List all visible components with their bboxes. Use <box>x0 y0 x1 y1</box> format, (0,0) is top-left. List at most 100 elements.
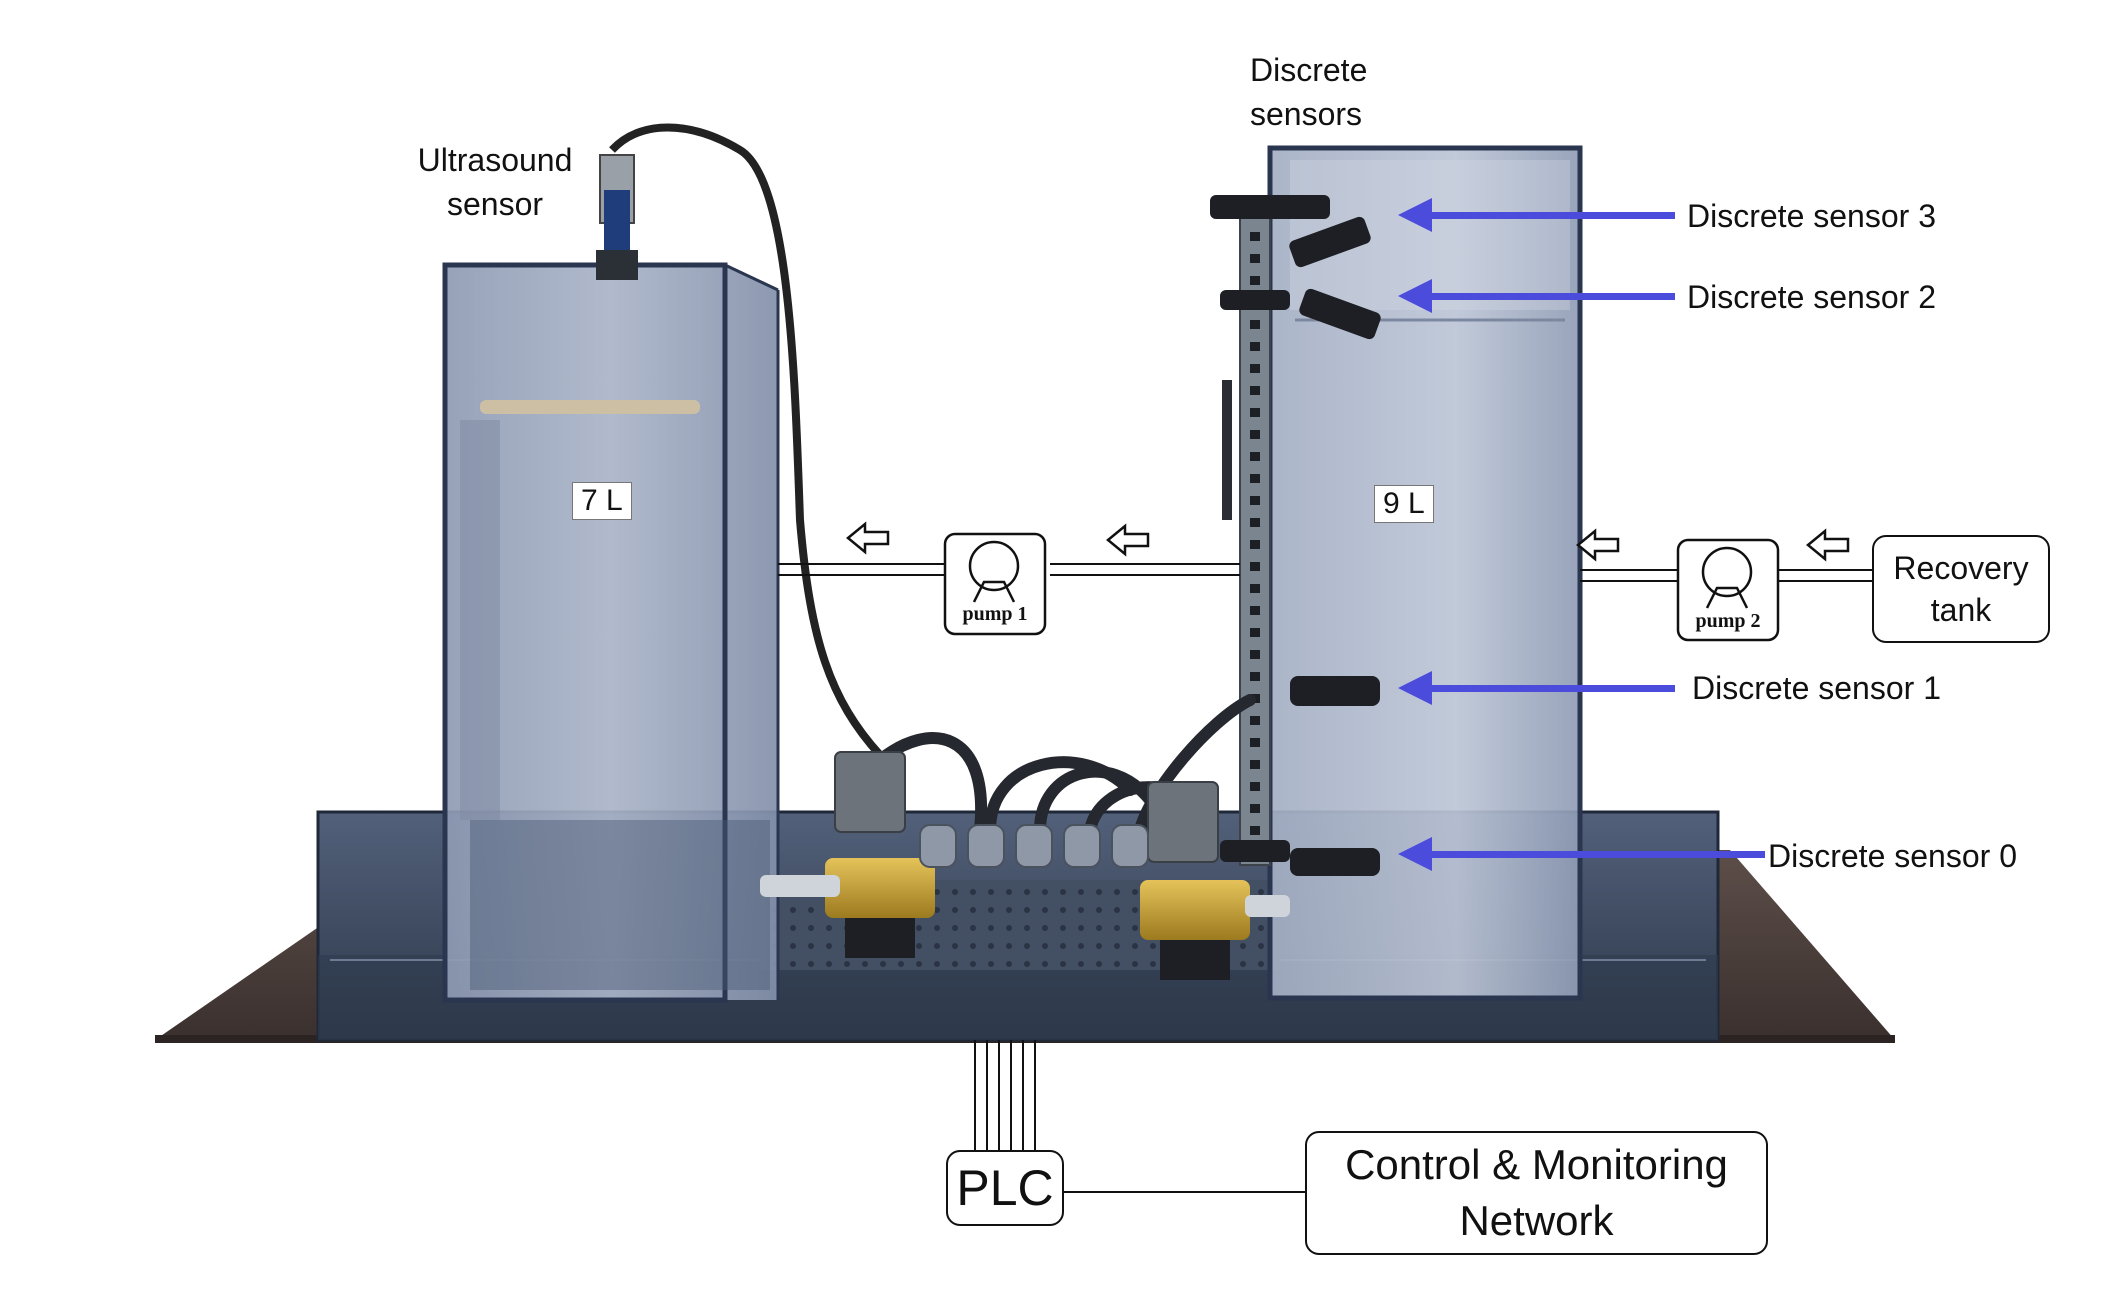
plc-label: PLC <box>956 1160 1054 1216</box>
plate-hole <box>970 925 976 931</box>
rail-slot <box>1250 716 1260 725</box>
plate-hole <box>1024 925 1030 931</box>
plate-hole <box>826 943 832 949</box>
plate-hole <box>1006 889 1012 895</box>
network-label-line1: Control & Monitoring <box>1345 1141 1728 1188</box>
plate-hole <box>1096 907 1102 913</box>
plate-hole <box>1240 961 1246 967</box>
discrete-sensor-units <box>1210 195 1381 876</box>
plate-hole <box>1132 889 1138 895</box>
ultrasound-sensor-label-line1: Ultrasound <box>417 142 573 178</box>
plate-hole <box>808 925 814 931</box>
discrete-sensor-0-label: Discrete sensor 0 <box>1768 838 2017 874</box>
plate-hole <box>952 961 958 967</box>
rail-slot <box>1250 562 1260 571</box>
plate-hole <box>952 943 958 949</box>
rail-slot <box>1250 342 1260 351</box>
rail-slot <box>1250 628 1260 637</box>
plate-hole <box>808 961 814 967</box>
solenoid-valves <box>760 751 1290 980</box>
plate-hole <box>1240 943 1246 949</box>
plate-hole <box>970 943 976 949</box>
ultrasound-sensor <box>596 123 883 758</box>
plate-hole <box>1006 943 1012 949</box>
rail-slot <box>1250 518 1260 527</box>
plate-hole <box>1078 907 1084 913</box>
plate-hole <box>952 907 958 913</box>
plate-hole <box>952 925 958 931</box>
plate-hole <box>988 925 994 931</box>
plate-hole <box>1078 889 1084 895</box>
sensor-rail <box>1222 214 1271 866</box>
plate-hole <box>988 907 994 913</box>
plc-cable-bundle <box>974 1040 1306 1193</box>
plate-hole <box>1114 943 1120 949</box>
plate-hole <box>790 943 796 949</box>
tank-right-volume: 9 L <box>1374 485 1434 523</box>
plate-hole <box>1060 907 1066 913</box>
plate-hole <box>916 961 922 967</box>
plate-hole <box>1132 907 1138 913</box>
plate-hole <box>1042 925 1048 931</box>
discrete-sensor-1-label: Discrete sensor 1 <box>1692 670 1941 706</box>
rail-slot <box>1250 650 1260 659</box>
rail-slot <box>1250 672 1260 681</box>
plate-hole <box>1060 889 1066 895</box>
rail-slot <box>1250 804 1260 813</box>
plate-hole <box>1042 961 1048 967</box>
plate-hole <box>988 943 994 949</box>
plate-hole <box>826 961 832 967</box>
plate-hole <box>1024 889 1030 895</box>
plate-hole <box>1078 943 1084 949</box>
plate-hole <box>1132 943 1138 949</box>
plate-hole <box>1078 961 1084 967</box>
plate-hole <box>1114 907 1120 913</box>
plate-hole <box>1060 961 1066 967</box>
rail-slot <box>1250 584 1260 593</box>
rail-slot <box>1250 782 1260 791</box>
rail-slot <box>1250 738 1260 747</box>
sensor-arrow-icon <box>1398 198 1765 871</box>
plate-hole <box>1096 925 1102 931</box>
plate-hole <box>826 925 832 931</box>
rail-slot <box>1250 430 1260 439</box>
rail-slot <box>1250 276 1260 285</box>
rail-slot <box>1250 386 1260 395</box>
plate-hole <box>1006 907 1012 913</box>
plate-hole <box>934 943 940 949</box>
plate-hole <box>1114 889 1120 895</box>
plc-box: PLC <box>946 1150 1064 1226</box>
rail-slot <box>1250 496 1260 505</box>
plate-hole <box>808 943 814 949</box>
discrete-sensor-3-label: Discrete sensor 3 <box>1687 198 1936 234</box>
plate-hole <box>1060 925 1066 931</box>
plate-hole <box>1258 943 1264 949</box>
plate-hole <box>1060 943 1066 949</box>
rail-slot <box>1250 364 1260 373</box>
plate-hole <box>934 889 940 895</box>
rail-slot <box>1250 760 1260 769</box>
rail-slot <box>1250 606 1260 615</box>
plate-hole <box>1042 907 1048 913</box>
plate-hole <box>916 925 922 931</box>
plate-hole <box>988 961 994 967</box>
plate-hole <box>934 925 940 931</box>
left-tank <box>442 262 780 1003</box>
pump-icon <box>943 532 1780 642</box>
rail-slot <box>1250 254 1260 263</box>
discrete-sensor-2-label: Discrete sensor 2 <box>1687 279 1936 315</box>
plate-hole <box>790 961 796 967</box>
plate-hole <box>988 889 994 895</box>
plate-hole <box>1096 961 1102 967</box>
recovery-tank-label-line2: tank <box>1930 592 1992 628</box>
plate-hole <box>1024 907 1030 913</box>
plate-hole <box>1024 961 1030 967</box>
plate-hole <box>1132 961 1138 967</box>
plate-hole <box>1006 961 1012 967</box>
plate-hole <box>1132 925 1138 931</box>
plate-hole <box>1258 889 1264 895</box>
plate-hole <box>1150 961 1156 967</box>
plate-hole <box>1150 943 1156 949</box>
control-monitoring-network-box: Control & Monitoring Network <box>1305 1131 1768 1255</box>
